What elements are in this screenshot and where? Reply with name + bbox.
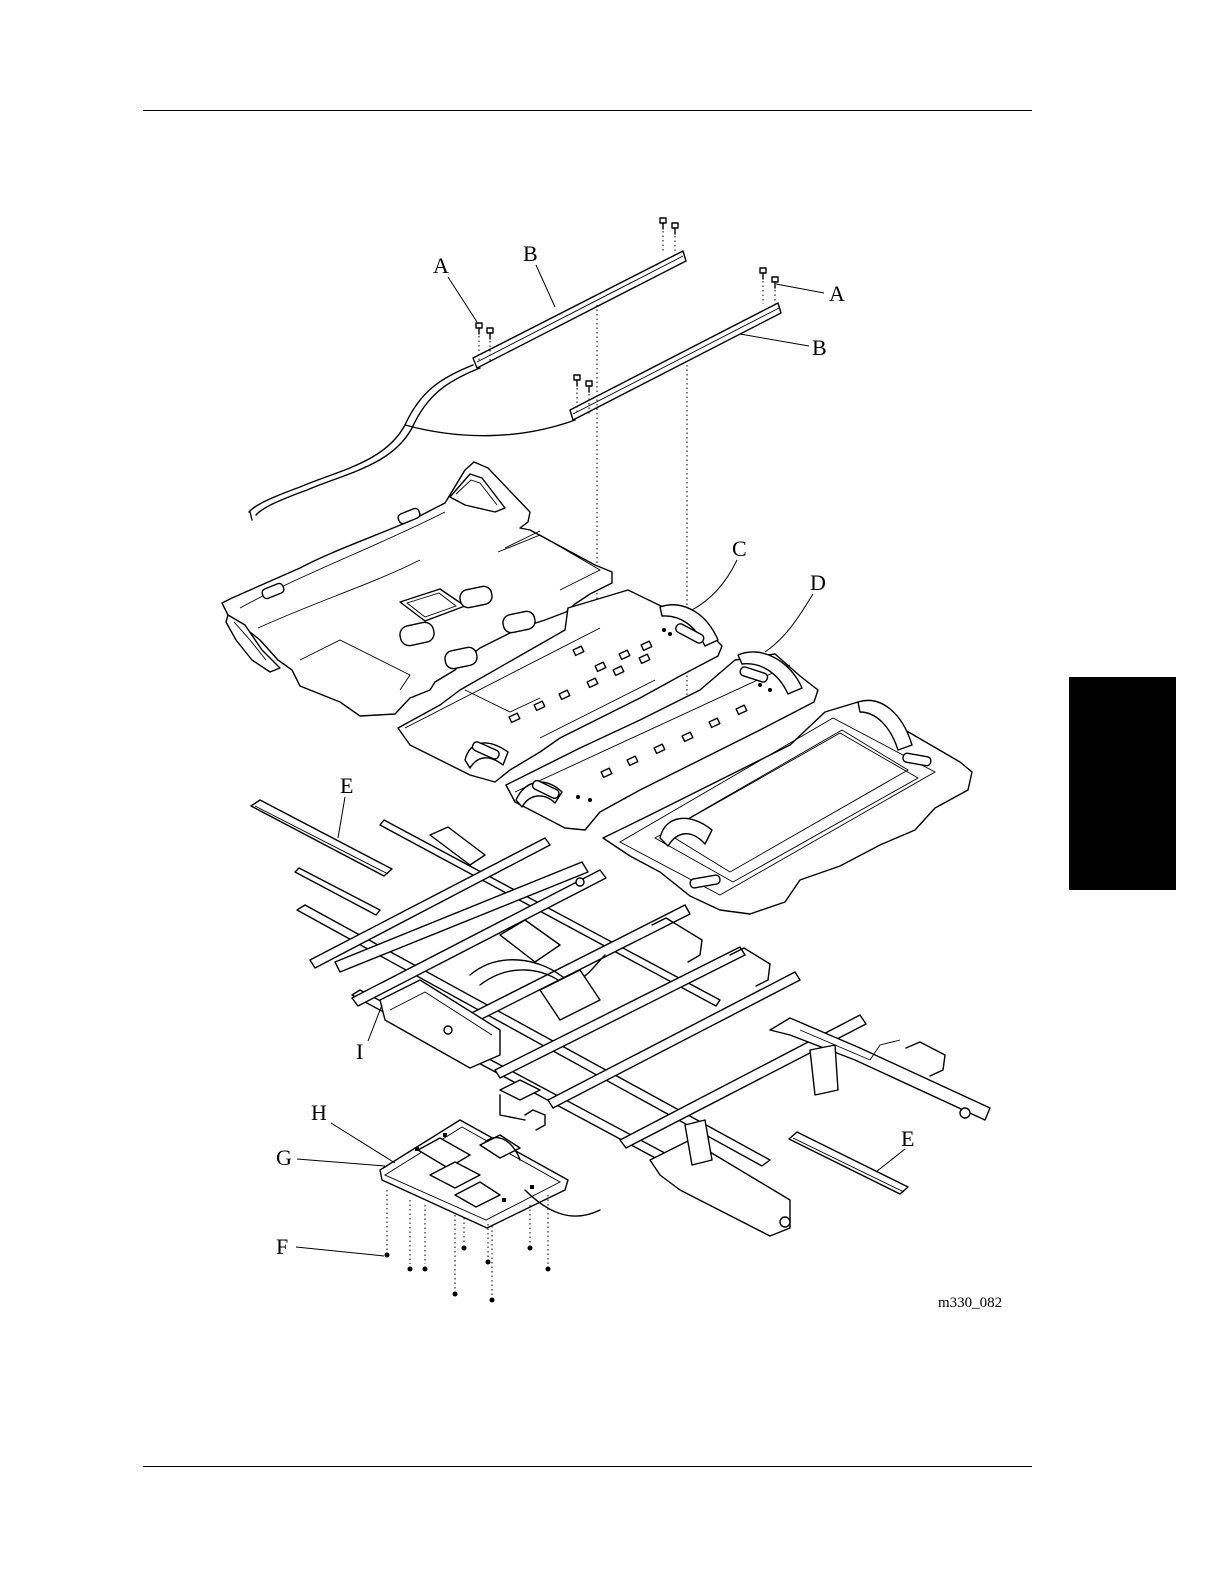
- bracket-b-left: [473, 251, 686, 368]
- cover-e-left: [251, 800, 392, 876]
- callout-i: I: [356, 1039, 363, 1064]
- bracket-b-right: [570, 303, 781, 420]
- callout-e-left: E: [340, 773, 353, 798]
- callout-b-right: B: [812, 335, 827, 360]
- cover-e-right: [789, 1132, 908, 1194]
- callout-f: F: [276, 1234, 288, 1259]
- screws-a: [476, 218, 778, 392]
- callout-g: G: [276, 1145, 292, 1170]
- callout-a-left: A: [433, 253, 449, 278]
- figure-id: m330_082: [938, 1295, 1002, 1312]
- callout-d: D: [810, 570, 826, 595]
- callout-b-left: B: [523, 241, 538, 266]
- cable: [249, 365, 575, 520]
- callout-h: H: [311, 1100, 327, 1125]
- callout-c: C: [732, 536, 747, 561]
- callout-e-right: E: [901, 1126, 914, 1151]
- callout-a-right: A: [829, 281, 845, 306]
- control-box: [380, 1120, 600, 1228]
